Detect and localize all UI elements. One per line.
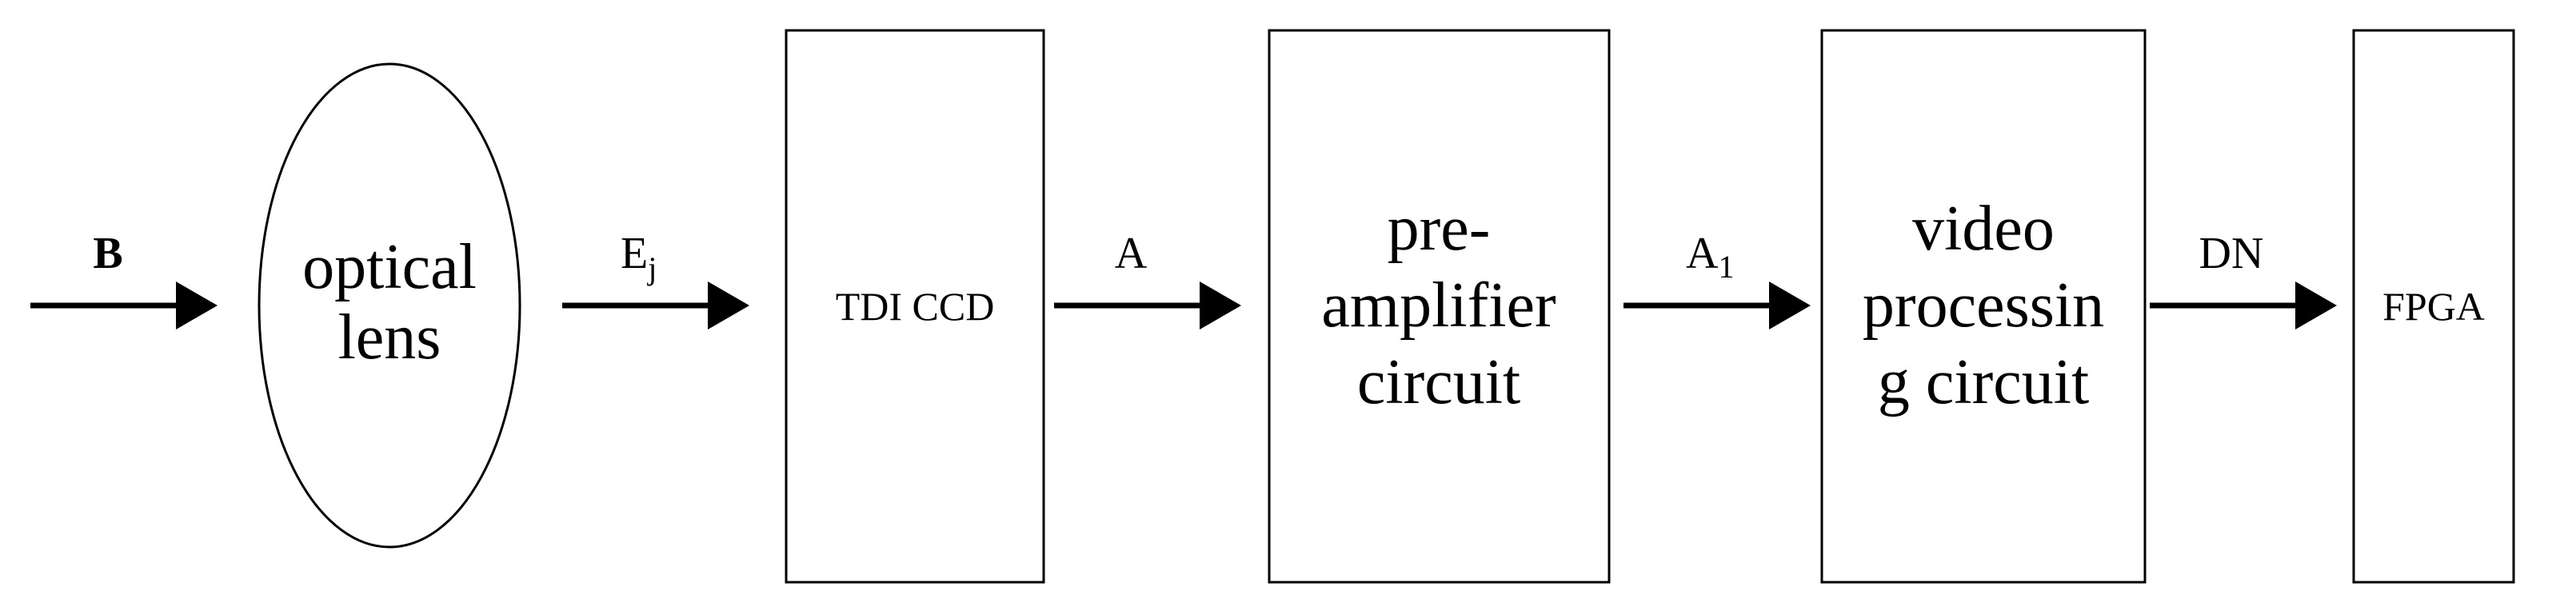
a1-label: A1 (1686, 229, 1734, 285)
input-arrow (30, 282, 218, 329)
preamp-label-line3: circuit (1357, 347, 1520, 417)
ej-arrow (562, 282, 749, 329)
a-arrow-head (1200, 282, 1241, 329)
dn-arrow (2150, 282, 2337, 329)
preamp-label-line2: amplifier (1321, 270, 1556, 341)
video-label-line2: processin (1863, 270, 2104, 341)
lens-label-line2: lens (338, 302, 441, 373)
a1-label-base: A (1686, 229, 1719, 278)
ej-label-base: E (621, 229, 648, 278)
tdi-ccd-box (785, 29, 1045, 584)
dn-label: DN (2199, 229, 2264, 278)
lens-label-line1: optical (302, 232, 477, 302)
a1-label-sub: 1 (1718, 249, 1734, 285)
ej-label-sub: j (646, 250, 657, 286)
input-label: B (93, 229, 122, 278)
video-processing-box (1820, 29, 2147, 584)
tdi-ccd-label: TDI CCD (836, 284, 995, 329)
ej-arrow-head (708, 282, 749, 329)
pre-amplifier-box (1268, 29, 1611, 584)
dn-arrow-head (2295, 282, 2337, 329)
a-arrow (1054, 282, 1241, 329)
fpga-box (2352, 29, 2515, 584)
video-label-line1: video (1912, 194, 2055, 264)
a-label: A (1115, 229, 1148, 278)
a1-arrow-head (1769, 282, 1811, 329)
fpga-label: FPGA (2382, 284, 2485, 329)
video-label-line3: g circuit (1878, 347, 2089, 417)
ej-label: Ej (621, 229, 657, 286)
optical-lens (258, 62, 521, 549)
input-arrow-head (176, 282, 218, 329)
a1-arrow (1623, 282, 1811, 329)
preamp-label-line1: pre- (1388, 194, 1491, 264)
